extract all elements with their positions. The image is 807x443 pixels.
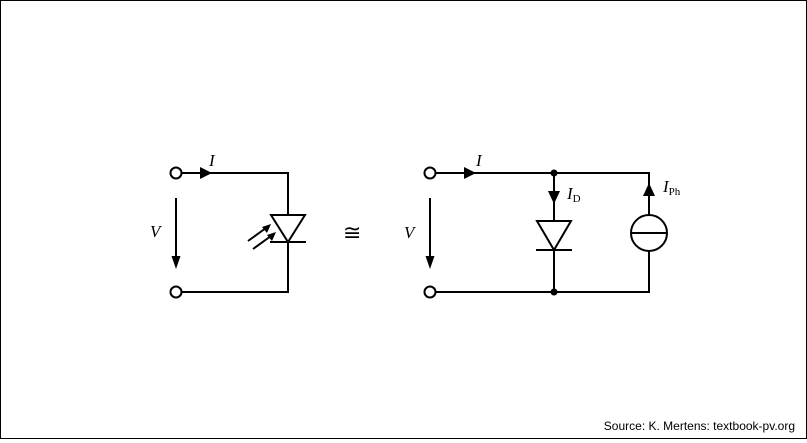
diode-current-label: ID <box>566 184 581 205</box>
right-voltage-arrow-head <box>425 256 435 269</box>
right-bottom-terminal <box>423 285 437 299</box>
left-top-terminal <box>169 166 183 180</box>
left-circuit <box>169 166 307 299</box>
diode-symbol <box>535 220 573 252</box>
left-current-label: I <box>208 151 216 170</box>
left-voltage-label: V <box>150 222 163 241</box>
right-current-arrow <box>464 167 476 179</box>
bottom-junction-node <box>550 288 558 296</box>
left-circuit-wire <box>181 172 289 293</box>
current-source-symbol <box>630 214 668 252</box>
right-current-label: I <box>475 151 483 170</box>
right-top-terminal <box>423 166 437 180</box>
top-junction-node <box>550 169 558 177</box>
diode-current-arrow <box>548 191 560 204</box>
source-credit: Source: K. Mertens: textbook-pv.org <box>603 419 795 433</box>
right-voltage-label: V <box>404 223 417 242</box>
left-bottom-terminal <box>169 285 183 299</box>
right-circuit <box>423 166 668 299</box>
photocurrent-label: IPh <box>662 177 681 198</box>
left-current-arrow <box>200 167 212 179</box>
light-arrows-icon <box>247 224 276 250</box>
equivalence-symbol: ≅ <box>343 221 361 246</box>
photocurrent-arrow <box>643 183 655 196</box>
right-circuit-wire <box>435 172 650 293</box>
photodiode-symbol <box>269 214 307 244</box>
left-voltage-arrow-head <box>171 256 181 269</box>
